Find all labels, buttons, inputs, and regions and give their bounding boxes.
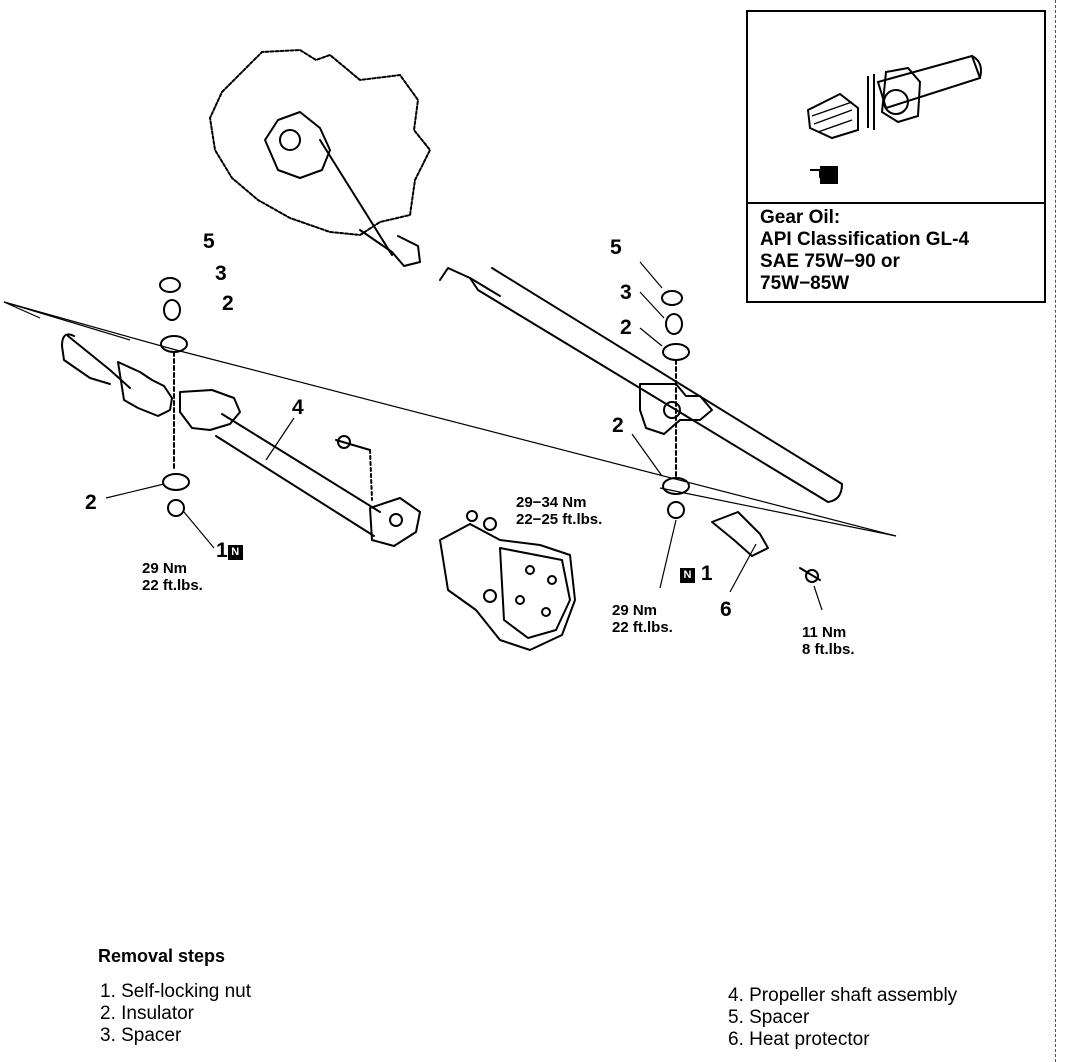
self-locking-nut-mark: N <box>227 545 243 560</box>
transmission-housing <box>209 49 431 267</box>
callout-5-right: 5 <box>610 236 622 259</box>
callout-2-left-bottom: 2 <box>85 491 97 514</box>
oil-can-icon <box>810 166 838 184</box>
callout-3-left: 3 <box>215 262 227 285</box>
callout-3-right: 3 <box>620 281 632 304</box>
left-propeller-shaft <box>61 333 421 547</box>
flange-nut <box>483 517 497 531</box>
gear-oil-inset: Gear Oil: API Classification GL-4 SAE 75… <box>746 10 1046 303</box>
right-mount-parts <box>661 290 690 519</box>
callout-5-left: 5 <box>203 230 215 253</box>
flange-bolt <box>335 435 373 501</box>
torque-heat-protector: 11 Nm 8 ft.lbs. <box>802 624 855 658</box>
removal-step-4: 4. Propeller shaft assembly <box>728 985 958 1006</box>
heat-protector <box>711 511 821 583</box>
callout-4: 4 <box>292 396 304 419</box>
torque-flange: 29−34 Nm 22−25 ft.lbs. <box>516 494 603 528</box>
removal-step-2: 2. Insulator <box>100 1003 194 1024</box>
removal-step-1: 1. Self-locking nut <box>100 981 252 1002</box>
callout-2-right-top: 2 <box>620 316 632 339</box>
page-edge-divider <box>1055 0 1056 1062</box>
flange-washer <box>466 510 478 522</box>
callout-6: 6 <box>720 598 732 621</box>
callout-2-right-bottom: 2 <box>612 414 624 437</box>
gear-oil-detail-illustration <box>748 12 1044 204</box>
torque-right-nut: 29 Nm 22 ft.lbs. <box>612 602 673 636</box>
removal-step-5: 5. Spacer <box>728 1007 810 1028</box>
removal-step-3: 3. Spacer <box>100 1025 182 1046</box>
callout-2-left-top: 2 <box>222 292 234 315</box>
callout-1-right: N 1 <box>680 562 713 586</box>
differential-carrier <box>439 523 576 651</box>
removal-step-6: 6. Heat protector <box>728 1029 870 1050</box>
gear-oil-spec: Gear Oil: API Classification GL-4 SAE 75… <box>760 207 970 294</box>
torque-left-nut: 29 Nm 22 ft.lbs. <box>142 560 203 594</box>
self-locking-nut-mark: N <box>680 568 695 583</box>
removal-steps-title: Removal steps <box>98 946 226 966</box>
left-mount-parts <box>159 277 190 517</box>
right-propeller-shaft <box>439 267 843 503</box>
